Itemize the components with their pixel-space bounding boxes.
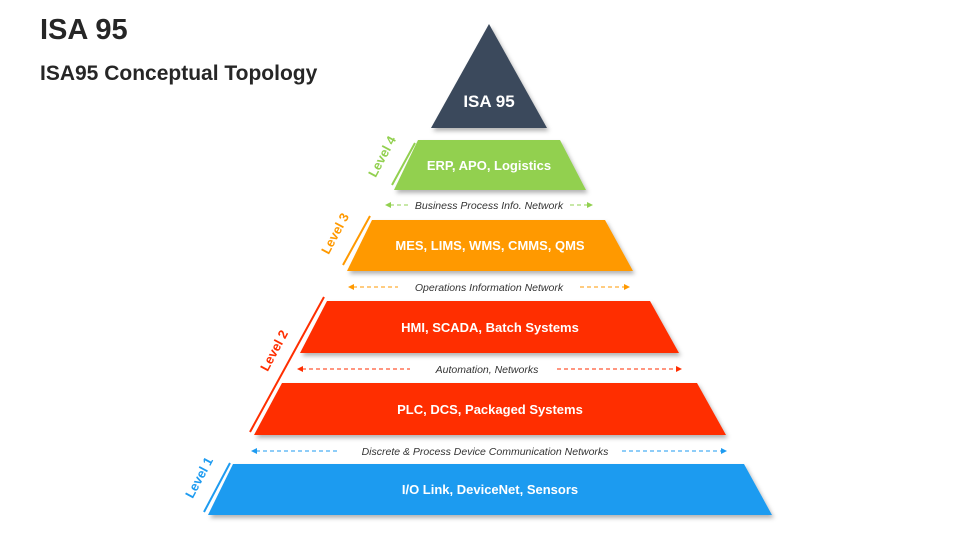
level-1-label: Level 1 — [182, 455, 216, 501]
network-device-arrow-right — [721, 448, 727, 454]
network-business: Business Process Info. Network — [385, 200, 593, 212]
network-device: Discrete & Process Device Communication … — [251, 446, 727, 458]
network-business-arrow-left — [385, 202, 391, 208]
network-business-label: Business Process Info. Network — [415, 200, 564, 212]
network-automation-arrow-left — [297, 366, 303, 372]
level-4-label: Level 4 — [365, 133, 399, 180]
tier-level4-band — [394, 140, 586, 190]
level-3-label: Level 3 — [318, 211, 352, 257]
network-operations-arrow-right — [624, 284, 630, 290]
network-automation: Automation, Networks — [297, 364, 682, 376]
tier-level3-band — [347, 220, 633, 271]
pyramid-apex — [431, 24, 547, 128]
tier-level2-upper-label: HMI, SCADA, Batch Systems — [401, 320, 579, 335]
network-device-arrow-left — [251, 448, 257, 454]
pyramid-apex-label: ISA 95 — [463, 92, 514, 111]
tier-level2-lower-band — [254, 383, 726, 435]
network-operations: Operations Information Network — [348, 282, 630, 294]
network-device-label: Discrete & Process Device Communication … — [362, 446, 610, 458]
network-automation-label: Automation, Networks — [435, 364, 539, 376]
tier-level3-label: MES, LIMS, WMS, CMMS, QMS — [395, 238, 585, 253]
network-automation-arrow-right — [676, 366, 682, 372]
level-4-bracket — [391, 142, 416, 186]
page-subtitle: ISA95 Conceptual Topology — [40, 62, 318, 85]
network-operations-label: Operations Information Network — [415, 282, 564, 294]
level-3-bracket — [342, 215, 371, 266]
level-2-bracket — [249, 296, 325, 433]
tier-level4-label: ERP, APO, Logistics — [427, 158, 551, 173]
tier-level1-band — [208, 464, 772, 515]
tier-level2-upper-band — [300, 301, 679, 353]
page-title: ISA 95 — [40, 14, 128, 46]
network-business-arrow-right — [587, 202, 593, 208]
network-operations-arrow-left — [348, 284, 354, 290]
level-1-bracket — [203, 462, 231, 513]
tier-level1-label: I/O Link, DeviceNet, Sensors — [402, 482, 578, 497]
tier-level2-lower-label: PLC, DCS, Packaged Systems — [397, 402, 583, 417]
